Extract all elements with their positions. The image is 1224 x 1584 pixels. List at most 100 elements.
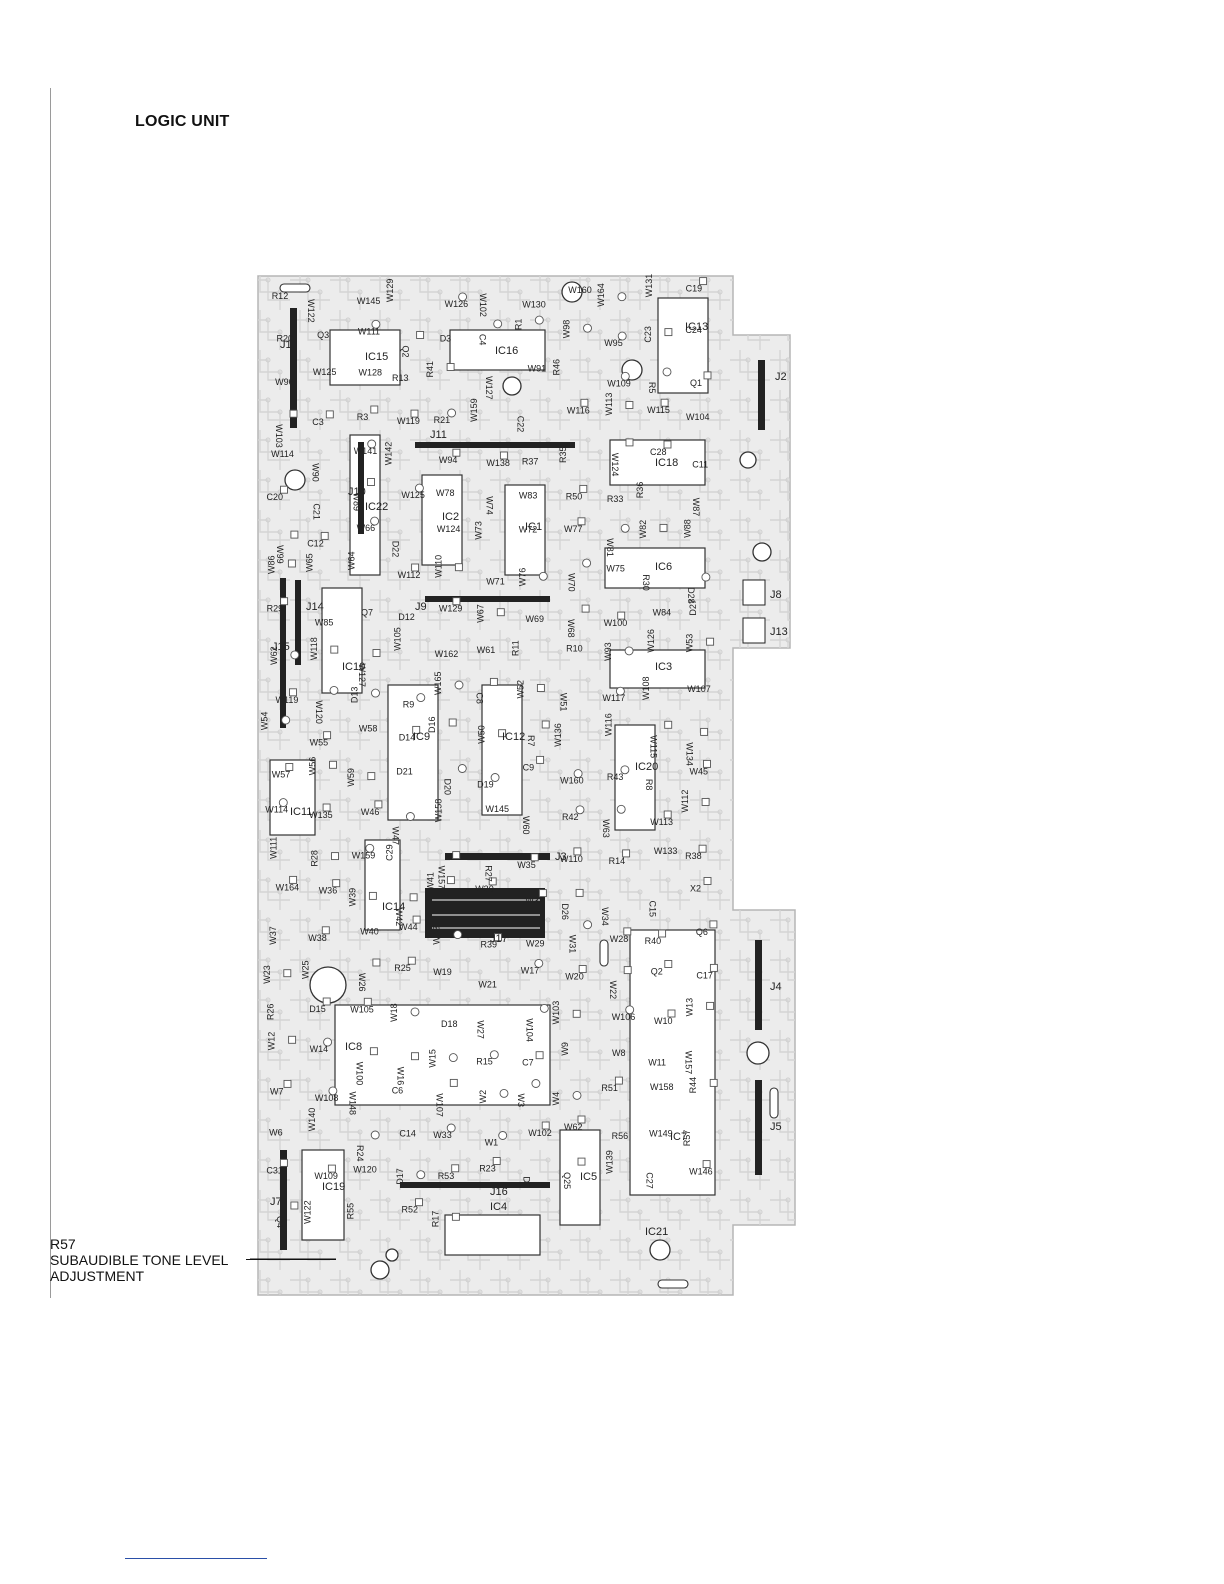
via-pad: [416, 693, 426, 703]
ic4-body: [444, 1214, 541, 1256]
solder-pad: [290, 530, 299, 539]
component-label-w159: W159: [352, 850, 376, 860]
component-label-w89: W89: [352, 493, 362, 512]
component-label-w140: W140: [307, 1108, 317, 1132]
component-label-r44: R44: [688, 1077, 698, 1094]
solder-pad: [530, 853, 539, 862]
via-pad: [453, 930, 463, 940]
component-label-d12: D12: [398, 612, 415, 622]
solder-pad: [579, 484, 588, 493]
component-label-w52: W52: [515, 680, 525, 699]
component-label-r13: R13: [392, 373, 409, 383]
component-label-w82: W82: [638, 520, 648, 539]
component-label-w28: W28: [610, 934, 629, 944]
page-title: LOGIC UNIT: [135, 113, 230, 130]
ic2-body: [421, 474, 463, 566]
component-label-r27: R27: [484, 865, 494, 882]
connector-label-j10: J10: [348, 486, 366, 498]
via-pad: [367, 439, 377, 449]
solder-pad: [290, 1201, 299, 1210]
solder-pad: [538, 889, 547, 898]
j8-connector: [742, 579, 766, 606]
solder-pad: [330, 645, 339, 654]
component-label-w43: W43: [432, 926, 442, 945]
component-label-r20: R20: [277, 334, 294, 344]
connector-label-j13: J13: [770, 626, 788, 638]
via-pad: [498, 1131, 508, 1140]
ic7-body: [629, 929, 716, 1196]
component-label-r30: R30: [641, 574, 651, 591]
component-label-w145: W145: [357, 296, 381, 306]
ic19-body: [301, 1149, 345, 1241]
ic-label-ic6: IC6: [655, 561, 672, 573]
solder-pad: [660, 398, 669, 407]
component-label-w105: W105: [350, 1004, 374, 1014]
component-label-w134: W134: [685, 742, 695, 766]
component-label-w135: W135: [309, 810, 333, 820]
component-label-w61: W61: [477, 645, 496, 655]
solder-pad: [659, 523, 668, 532]
footer-rule: [125, 1558, 267, 1559]
component-label-w100: W100: [604, 618, 628, 628]
component-label-d19: D19: [477, 780, 494, 790]
solder-pad: [283, 1079, 292, 1088]
connector-label-j15: J15: [272, 641, 290, 653]
component-label-w32: W32: [525, 896, 544, 906]
component-label-d6: D6: [521, 1176, 531, 1188]
component-label-r9: R9: [403, 700, 415, 710]
component-label-w46: W46: [361, 807, 380, 817]
component-label-r57: R57: [682, 1130, 692, 1147]
via-pad: [410, 1007, 420, 1017]
via-pad: [278, 798, 288, 808]
component-label-r51: R51: [601, 1083, 618, 1093]
component-label-w110: W110: [433, 555, 443, 578]
component-label-w113: W113: [604, 393, 614, 416]
via-pad: [617, 331, 627, 341]
component-label-w36: W36: [319, 886, 338, 896]
solder-pad: [703, 877, 712, 885]
via-pad: [414, 483, 424, 493]
component-label-d13: D13: [350, 687, 360, 704]
solder-pad: [499, 451, 508, 460]
j16-connector: [400, 1182, 550, 1188]
solder-pad: [411, 563, 420, 572]
component-label-r33: R33: [607, 494, 624, 504]
ic13-body: [657, 297, 709, 394]
solder-pad: [622, 849, 631, 858]
via-pad: [531, 1079, 541, 1088]
connector-label-j9: J9: [415, 601, 427, 613]
via-pad: [620, 523, 630, 533]
solder-pad: [452, 448, 461, 457]
component-label-w10: W10: [654, 1016, 673, 1026]
component-label-w164: W164: [276, 882, 300, 892]
ic6-body: [604, 547, 706, 589]
via-pad: [616, 804, 626, 814]
solder-pad: [409, 893, 418, 902]
callout-line2: ADJUSTMENT: [50, 1268, 145, 1284]
component-label-r43: R43: [607, 772, 624, 782]
solder-pad: [280, 485, 288, 494]
via-pad: [454, 680, 464, 690]
solder-pad: [327, 1164, 336, 1173]
j15-connector: [280, 578, 286, 728]
solder-pad: [367, 478, 375, 486]
component-label-d3: D3: [440, 334, 452, 344]
solder-pad: [449, 1078, 458, 1087]
component-label-w12: W12: [267, 1032, 277, 1051]
component-label-w96: W96: [275, 377, 294, 387]
component-label-c3: C3: [312, 417, 324, 427]
component-label-c15: C15: [647, 901, 657, 918]
component-label-w6: W6: [269, 1128, 283, 1138]
solder-pad: [280, 597, 289, 606]
r15-resistor: [769, 1087, 779, 1119]
component-label-w83: W83: [519, 490, 538, 500]
component-label-d15: D15: [309, 1004, 326, 1014]
ic-label-ic13: IC13: [685, 321, 708, 333]
component-label-w72: W72: [519, 525, 538, 535]
component-label-c8: C8: [474, 692, 484, 704]
via-pad: [538, 571, 548, 581]
ic-label-ic11: IC11: [290, 806, 312, 818]
solder-pad: [410, 409, 419, 418]
solder-pad: [448, 718, 457, 727]
solder-pad: [492, 1157, 501, 1165]
